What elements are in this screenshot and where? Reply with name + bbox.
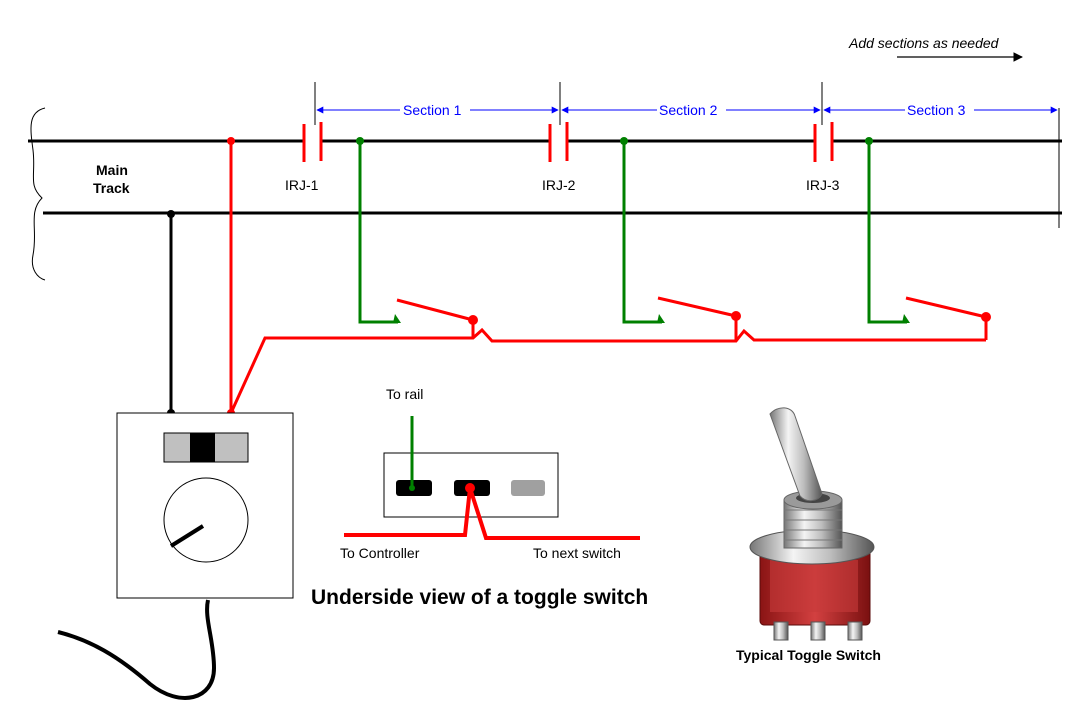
toggle-pivot-1 [468,315,478,325]
main-track-label: Track [93,180,130,196]
to-controller-label: To Controller [340,545,420,561]
to-next-switch-wire [468,487,640,540]
feed-wire-node [227,137,235,145]
toggle-pivot-3 [981,312,991,322]
section-2-label: Section 2 [659,102,718,118]
section-1-feeder [358,141,398,324]
section-3-label: Section 3 [907,102,966,118]
section-3-feeder-node [865,137,873,145]
main-track-label: Main [96,162,128,178]
section-1-label: Section 1 [403,102,462,118]
toggle-lever-2 [657,296,737,318]
toggle-pivot-2 [731,311,741,321]
center-terminal-node [465,483,475,493]
section-2-feeder [622,141,662,324]
toggle-lever-3 [905,296,987,319]
section-3-feeder [867,141,907,324]
controller-direction-knob [190,433,215,462]
irj-2-gap [550,136,567,146]
controller-dial-pointer [169,524,205,548]
track-end-brace [30,107,46,281]
to-rail-label: To rail [386,386,423,402]
underside-heading: Underside view of a toggle switch [311,586,648,609]
irj-3-gap [815,136,832,146]
toggle-switch-photo [749,407,875,641]
section-2-contact [657,314,665,323]
typical-toggle-caption: Typical Toggle Switch [736,647,881,663]
to-rail-node [409,485,415,491]
section-2-feeder-node [620,137,628,145]
section-3-contact [902,314,910,323]
toggle-terminal-3 [511,480,545,496]
feed-bus [229,327,986,414]
irj-1-label: IRJ-1 [285,177,319,193]
irj-3-label: IRJ-3 [806,177,840,193]
irj-1-gap [304,136,321,146]
controller-speed-dial [163,477,249,563]
power-cord [57,599,217,700]
section-1-feeder-node [356,137,364,145]
irj-2-label: IRJ-2 [542,177,576,193]
to-next-switch-label: To next switch [533,545,621,561]
to-controller-wire [344,487,472,537]
add-sections-note: Add sections as needed [848,35,1000,51]
toggle-lever-1 [396,298,474,322]
common-wire-node [167,210,175,218]
section-1-contact [393,314,401,323]
